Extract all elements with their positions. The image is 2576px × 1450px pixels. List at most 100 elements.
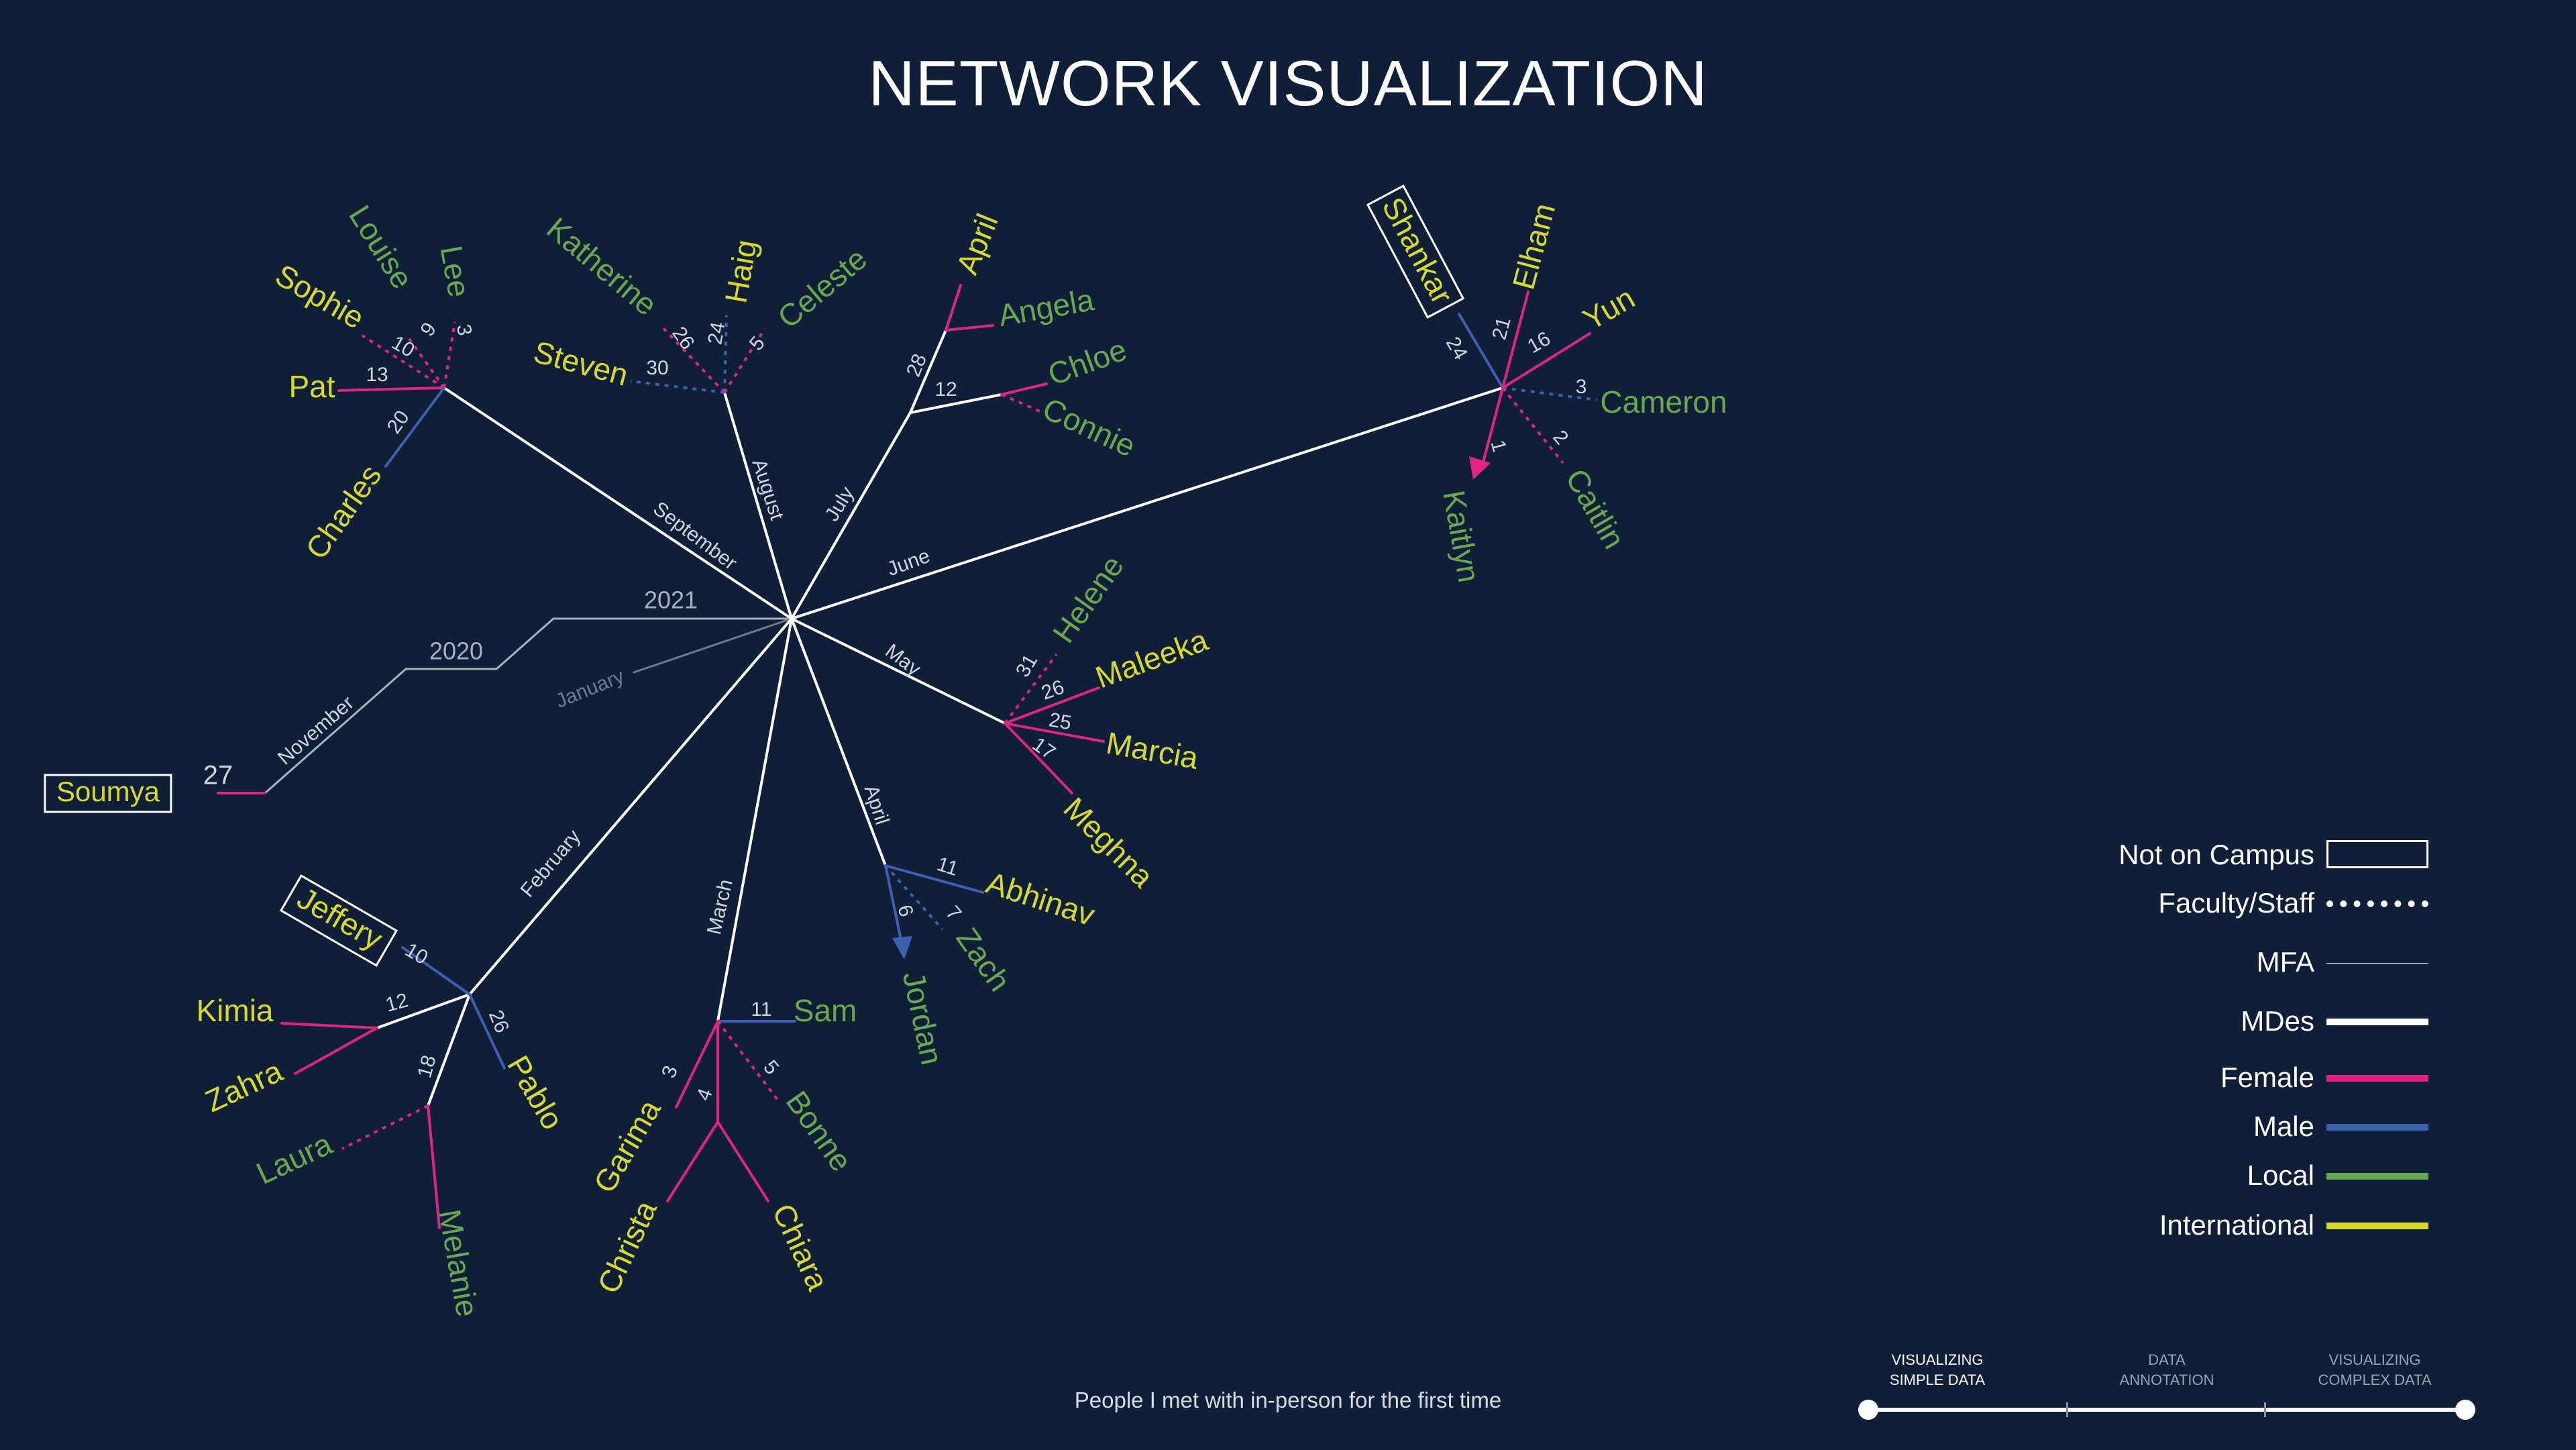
person-name-sophie: Sophie [270,257,370,335]
person-line-pablo [468,993,506,1070]
day-label-celeste: 5 [745,332,769,355]
month-branch-august [723,391,793,620]
day-label-katherine: 26 [667,323,698,354]
month-label-february: February [517,825,585,901]
person-name-zahra: Zahra [200,1053,288,1119]
legend-item-local: Local [2012,1159,2442,1200]
legend-label: International [2159,1209,2314,1241]
person-name-louise: Louise [342,199,420,295]
sub-branch-july-28 [909,329,947,414]
legend-swatch-local [2326,1173,2428,1180]
day-label-zach: 7 [941,902,965,925]
legend-swatch-thin [2326,963,2428,964]
person-name-helene: Helene [1046,549,1130,649]
person-name-pablo: Pablo [500,1049,570,1135]
person-line-marcia [1004,722,1105,743]
day-label-lee: 3 [452,323,476,338]
day-label-steven: 30 [646,357,668,379]
person-line-sophie [361,334,445,389]
day-label-chloe: 12 [934,378,957,401]
legend-item-dotted: Faculty/Staff [2012,887,2442,927]
timeline-step-3[interactable]: VISUALIZING COMPLEX DATA [2318,1351,2432,1388]
person-line-katherine [659,324,726,394]
legend-swatch-box [2326,840,2428,868]
legend-label: Female [2220,1061,2314,1093]
day-label-sam: 11 [751,998,771,1021]
person-line-abhinav [884,864,984,894]
person-line-jordan [884,864,904,947]
person-name-angela: Angela [996,282,1096,333]
year-label-2020: 2020 [429,637,483,665]
person-line-christa [666,1121,719,1202]
person-line-chloe [1000,382,1048,396]
person-line-zahra [294,1027,378,1075]
person-name-chiara: Chiara [765,1198,836,1296]
person-line-kaitlyn [1480,386,1504,471]
legend-swatch-male [2326,1124,2428,1131]
person-line-caitlin [1501,386,1564,464]
legend-item-box: Not on Campus [2012,839,2442,879]
person-name-charles: Charles [299,458,388,566]
timeline-dot-start[interactable] [1858,1400,1878,1420]
month-label-november: November [274,692,358,770]
timeline-track [1868,1408,2466,1412]
person-line-pat [337,386,445,392]
arrow-head-jordan [892,936,912,960]
sub-branch-february-18 [427,993,471,1107]
person-name-lee: Lee [434,243,478,300]
person-name-haig: Haig [718,237,763,305]
person-line-melanie [427,1104,441,1229]
person-line-louise [408,338,445,389]
legend-label: MDes [2241,1005,2314,1037]
year-label-2021: 2021 [644,586,698,614]
day-label-louise: 9 [416,319,441,341]
person-name-caitlin: Caitlin [1559,463,1632,555]
timeline-step-2[interactable]: DATA ANNOTATION [2119,1351,2214,1388]
arrow-head-kaitlyn [1469,456,1491,480]
day-label-abhinav: 11 [934,853,961,880]
month-branch-september [443,386,793,620]
legend-swatch-dotted [2326,900,2428,907]
not-on-campus-box-shankar [1366,185,1465,319]
legend-swatch-international [2326,1223,2428,1229]
sub-branch-february-12 [376,993,471,1029]
person-name-connie: Connie [1038,391,1141,464]
person-line-yun [1501,332,1591,389]
month-label-january: January [553,665,627,713]
legend-swatch-thick [2326,1019,2428,1025]
timeline-step-1[interactable]: VISUALIZING SIMPLE DATA [1889,1351,1986,1388]
person-name-kaitlyn: Kaitlyn [1436,488,1487,585]
person-name-celeste: Celeste [771,241,873,335]
person-line-angela [945,324,994,331]
person-name-garima: Garima [586,1093,667,1198]
person-line-chiara [716,1121,769,1202]
legend-item-thin: MFA [2012,946,2442,986]
person-name-cameron: Cameron [1600,384,1727,419]
legend-label: Male [2253,1110,2314,1142]
person-line-laura [341,1104,429,1150]
person-line-haig [723,315,728,393]
legend-item-thick: MDes [2012,1005,2442,1045]
day-label-pat: 13 [366,364,388,386]
day-label-shankar: 24 [1442,333,1472,364]
person-line-steven [630,380,725,394]
day-label-elham: 21 [1488,315,1515,342]
person-name-zach: Zach [950,921,1018,998]
day-label-marcia: 25 [1047,709,1073,734]
person-name-melanie: Melanie [432,1206,485,1319]
month-branch-july [790,411,912,620]
timeline-dot-end[interactable] [2455,1400,2475,1420]
person-name-christa: Christa [590,1195,663,1298]
month-branch-april [790,617,887,867]
person-name-kimia: Kimia [196,993,273,1028]
day-label-garima: 3 [657,1063,682,1081]
person-name-chloe: Chloe [1043,331,1131,392]
person-name-yun: Yun [1577,280,1641,337]
month-label-july: July [821,483,859,525]
day-label-sophie: 10 [388,331,418,362]
person-name-abhinav: Abhinav [982,865,1099,933]
month-branch-february [468,617,793,996]
caption: People I met with in-person for the firs… [1074,1388,1502,1412]
timeline-tick [2264,1402,2266,1417]
